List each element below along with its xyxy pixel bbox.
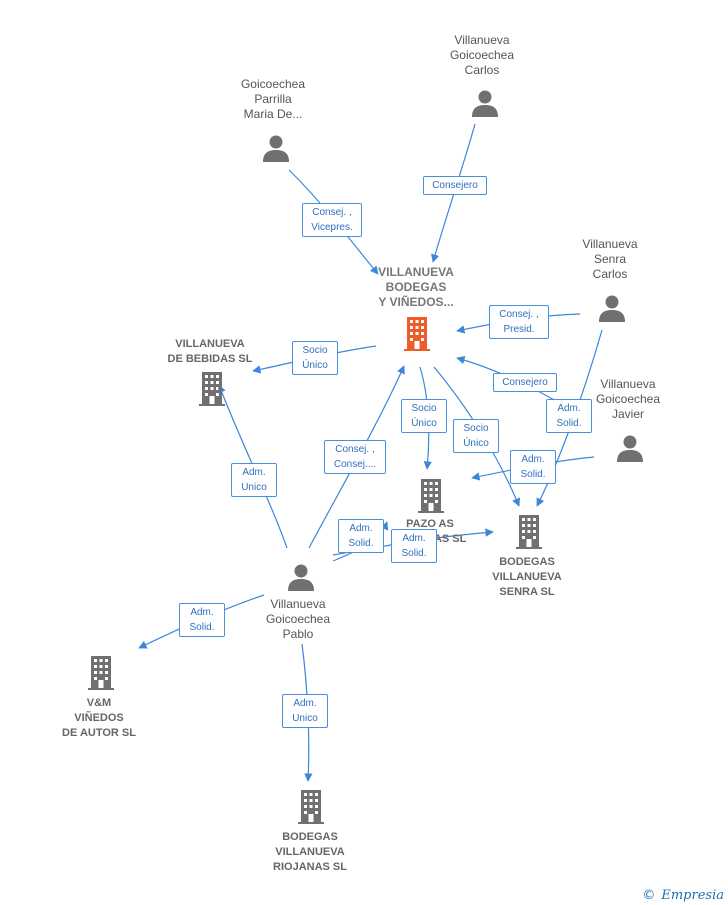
node-label-villanueva-senra-carlos[interactable]: Villanueva Senra Carlos	[582, 237, 638, 281]
node-label-bodegas-villanueva-senra[interactable]: BODEGAS VILLANUEVA SENRA SL	[492, 556, 562, 598]
edge-label-adm-solid-pazo: Adm. Solid.	[338, 519, 384, 553]
edge-label-consej-vicepres: Consej. , Vicepres.	[302, 203, 362, 237]
edge-label-adm-solid-vm: Adm. Solid.	[179, 603, 225, 637]
node-label-villanueva-pablo[interactable]: Villanueva Goicoechea Pablo	[265, 597, 331, 641]
person-icon-pablo[interactable]	[288, 564, 314, 592]
copyright-icon: ©	[642, 888, 656, 903]
brand-logo: © Empresia	[642, 888, 724, 903]
node-label-bodegas-riojanas[interactable]: BODEGAS VILLANUEVA RIOJANAS SL	[273, 831, 347, 873]
node-label-goicoechea-parrilla[interactable]: Goicoechea Parrilla Maria De...	[240, 77, 306, 121]
node-label-vm-vinedos[interactable]: V&M VIÑEDOS DE AUTOR SL	[62, 697, 136, 739]
person-icon-javier[interactable]	[617, 435, 643, 463]
edge-label-adm-solid-bodegas-senra: Adm. Solid.	[391, 529, 437, 563]
edge-label-consej-presid: Consej. , Presid.	[489, 305, 549, 339]
edge-label-consejero-carlos: Consejero	[423, 176, 487, 195]
person-icon-carlos[interactable]	[472, 90, 498, 118]
edge-label-socio-unico-pazo: Socio Único	[401, 399, 447, 433]
edge-label-adm-solid-javier: Adm. Solid.	[510, 450, 556, 484]
edge-label-adm-solid-senra: Adm. Solid.	[546, 399, 592, 433]
edge-label-socio-unico-senra: Socio Único	[453, 419, 499, 453]
person-icon-parrilla[interactable]	[263, 135, 289, 163]
person-icon-senra-carlos[interactable]	[599, 295, 625, 323]
building-icon-bodegas-senra[interactable]	[516, 515, 542, 549]
edge-label-consejero-javier: Consejero	[493, 373, 557, 392]
building-icon-riojanas[interactable]	[298, 790, 324, 824]
edge-label-adm-unico-riojanas: Adm. Unico	[282, 694, 328, 728]
edge-label-consej-consej: Consej. , Consej....	[324, 440, 386, 474]
building-icon-bebidas[interactable]	[199, 372, 225, 406]
node-label-villanueva-bebidas[interactable]: VILLANUEVA DE BEBIDAS SL	[167, 338, 253, 365]
brand-name: Empresia	[661, 888, 724, 903]
node-label-main[interactable]: VILLANUEVA BODEGAS Y VIÑEDOS...	[378, 265, 454, 309]
edge-label-socio-unico-bebidas: Socio Único	[292, 341, 338, 375]
node-label-villanueva-carlos[interactable]: Villanueva Goicoechea Carlos	[449, 33, 515, 77]
building-icon-vm[interactable]	[88, 656, 114, 690]
building-icon-main[interactable]	[404, 317, 430, 351]
building-icon-pazo[interactable]	[418, 479, 444, 513]
node-label-villanueva-javier[interactable]: Villanueva Goicoechea Javier	[595, 377, 661, 421]
edge-label-adm-unico-bebidas: Adm. Unico	[231, 463, 277, 497]
